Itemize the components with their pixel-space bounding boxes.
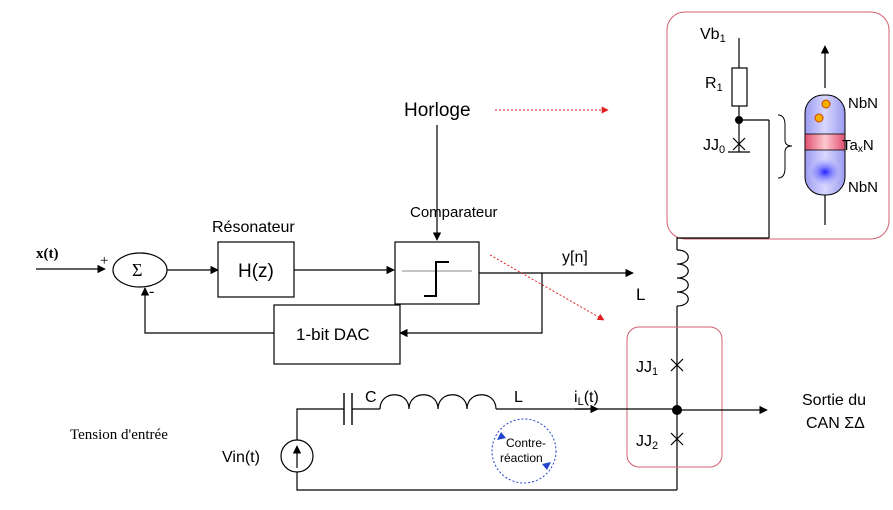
clock-label: Horloge <box>404 100 471 121</box>
capacitor-label: C <box>365 389 377 406</box>
feedback-path-right <box>399 273 543 338</box>
plus-sign: + <box>100 253 108 269</box>
resonator-title: Résonateur <box>212 219 295 236</box>
jj0-cross <box>732 137 746 151</box>
comparator-title: Comparateur <box>410 204 498 221</box>
inductor-l2-label: L <box>514 389 523 406</box>
feedback-label-1: Contre- <box>506 436 546 450</box>
feedback-path-left <box>140 287 274 334</box>
output-label: y[n] <box>562 249 588 266</box>
vin-label: Vin(t) <box>222 449 260 466</box>
output-caption-line2: CAN ΣΔ <box>806 415 865 432</box>
current-label: iL(t) <box>574 389 599 408</box>
inductor-l-label: L <box>636 285 645 304</box>
vb-label: Vb1 <box>700 26 726 45</box>
dac-block <box>273 304 401 365</box>
r1-label: R1 <box>705 75 723 94</box>
voltage-source <box>280 439 314 473</box>
feedback-loop-indicator <box>491 418 557 484</box>
comparator-block <box>394 241 480 305</box>
jj2-label: JJ2 <box>636 433 658 452</box>
output-caption-line1: Sortie du <box>802 392 866 409</box>
jj2-cross <box>670 432 684 446</box>
junction-detail-box <box>666 11 890 240</box>
minus-sign: - <box>149 283 154 300</box>
jj1-label: JJ1 <box>636 359 658 378</box>
junction-cylinder <box>804 94 846 196</box>
top-to-inductor-wire <box>676 237 769 250</box>
jj0-label: JJ0 <box>703 137 725 156</box>
feedback-label-2: réaction <box>500 451 543 465</box>
source-to-capacitor-wire <box>296 408 344 440</box>
brace <box>777 114 793 179</box>
comparator-red-arrow <box>489 254 605 321</box>
inductor-l-horizontal <box>379 394 497 410</box>
inductor-l-vertical <box>676 249 689 307</box>
sum-symbol: Σ <box>132 260 142 280</box>
capacitor-c <box>343 393 353 425</box>
tax-label: TaxN <box>842 137 874 155</box>
input-label: x(t) <box>36 246 59 262</box>
resonator-block <box>217 241 295 298</box>
input-voltage-label: Tension d'entrée <box>70 427 168 443</box>
jj1-cross <box>670 358 684 372</box>
jj-pair-box <box>626 326 723 468</box>
dac-label: 1-bit DAC <box>296 325 370 344</box>
nbn-top-label: NbN <box>848 95 878 112</box>
resonator-transfer-function: H(z) <box>238 261 274 282</box>
return-wire <box>296 472 677 491</box>
nbn-bottom-label: NbN <box>848 179 878 196</box>
resistor-r1 <box>731 67 748 107</box>
